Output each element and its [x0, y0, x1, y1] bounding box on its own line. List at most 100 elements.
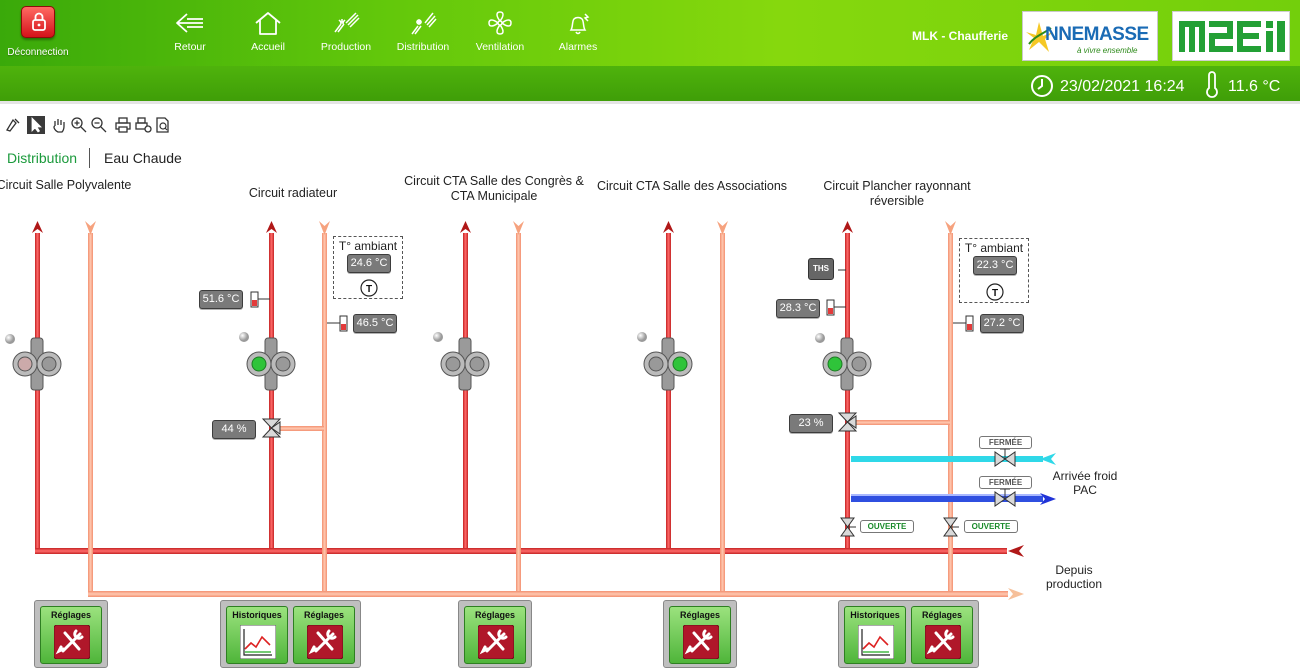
- logout-icon: [21, 6, 55, 38]
- reglages-label: Réglages: [679, 610, 721, 620]
- circuit-title-radiateur: Circuit radiateur: [248, 186, 338, 200]
- circuit-title-salle-polyvalente: Circuit Salle Polyvalente: [0, 178, 132, 192]
- nav-production[interactable]: Production: [306, 10, 386, 53]
- nav-ventilation[interactable]: Ventilation: [460, 10, 540, 53]
- logout-button[interactable]: Déconnection: [4, 6, 72, 62]
- datetime: 23/02/2021 16:24: [1060, 78, 1185, 95]
- printer-settings-icon: [135, 117, 152, 133]
- nav-alarmes-label: Alarmes: [558, 41, 598, 53]
- circuit-title-plancher: Circuit Plancher rayonnant réversible: [823, 179, 971, 208]
- rad-supply-temp: 51.6 °C: [199, 290, 243, 309]
- reglages-button[interactable]: Réglages: [464, 606, 526, 664]
- zoom-in-tool[interactable]: [70, 116, 88, 134]
- floor-ambient-panel: T° ambiant 22.3 °C T: [959, 238, 1029, 303]
- print-preview-icon: [156, 117, 169, 133]
- fan-icon: [488, 11, 512, 35]
- bell-icon: [569, 13, 590, 35]
- ambient-sensor-icon: T: [986, 283, 1004, 301]
- nav-retour[interactable]: Retour: [150, 10, 230, 53]
- floor-supply-valve-state[interactable]: OUVERTE: [860, 520, 914, 533]
- tools-icon: [478, 625, 514, 659]
- panel-cta-associations: Réglages: [663, 600, 737, 668]
- nav-ventilation-label: Ventilation: [475, 41, 525, 53]
- circuit-title-cta-associations: Circuit CTA Salle des Associations: [596, 179, 788, 193]
- pac-valve-1-state[interactable]: FERMÉE: [979, 436, 1032, 449]
- site-title: MLK - Chaufferie: [912, 29, 1008, 43]
- ambient-sensor-icon: T: [360, 279, 378, 297]
- panel-salle-polyvalente: Réglages: [34, 600, 108, 668]
- m2ei-logo-graphic: [1179, 21, 1285, 52]
- reglages-label: Réglages: [921, 610, 963, 620]
- panel-plancher: Historiques Réglages: [838, 600, 979, 668]
- tab-eau-chaude[interactable]: Eau Chaude: [104, 150, 182, 166]
- supply-pipes: [35, 233, 1007, 554]
- ambient-sensor-symbol: T: [992, 288, 998, 299]
- reglages-button[interactable]: Réglages: [669, 606, 731, 664]
- flow-arrows: [32, 221, 1056, 600]
- panel-radiateur: Historiques Réglages: [220, 600, 361, 668]
- floor-return-valve-state[interactable]: OUVERTE: [964, 520, 1018, 533]
- sweep-tool[interactable]: [4, 116, 22, 134]
- history-chart-icon: [858, 625, 894, 659]
- print-preview-tool[interactable]: [154, 116, 172, 134]
- tab-distribution[interactable]: Distribution: [7, 150, 78, 166]
- reglages-label: Réglages: [474, 610, 516, 620]
- mixing-valves: [261, 412, 858, 438]
- arrow-left-icon: [176, 13, 203, 33]
- floor-ambient-label: T° ambiant: [964, 241, 1024, 255]
- circuit-title-cta-congres: Circuit CTA Salle des Congrès & CTA Muni…: [404, 174, 584, 203]
- rad-return-temp: 46.5 °C: [353, 314, 397, 333]
- floor-supply-temp: 28.3 °C: [776, 299, 820, 318]
- m2ei-logo: [1172, 11, 1290, 61]
- nav-alarmes[interactable]: Alarmes: [538, 10, 618, 53]
- select-tool[interactable]: [27, 116, 45, 134]
- zoom-in-icon: [71, 117, 87, 133]
- rad-valve-position: 44 %: [212, 420, 256, 439]
- zoom-out-tool[interactable]: [90, 116, 108, 134]
- outside-temperature: 11.6 °C: [1228, 78, 1281, 95]
- floor-return-temp: 27.2 °C: [980, 314, 1024, 333]
- tab-separator: [89, 148, 90, 168]
- ths-indicator: THS: [808, 258, 834, 280]
- historiques-label: Historiques: [232, 610, 282, 620]
- history-chart-icon: [240, 625, 276, 659]
- nav-distribution[interactable]: Distribution: [383, 10, 463, 53]
- nav-retour-label: Retour: [174, 41, 206, 53]
- floor-valve-position: 23 %: [789, 414, 833, 433]
- annemasse-logo-text: NNEMASSE: [1045, 24, 1149, 45]
- nav-accueil-label: Accueil: [251, 41, 285, 53]
- zoom-out-icon: [91, 117, 107, 133]
- sweep-icon: [6, 118, 20, 132]
- thermometer-icon: [1206, 71, 1218, 98]
- arrivee-froid-pac-label: Arrivée froid PAC: [1052, 469, 1118, 497]
- panel-cta-congres: Réglages: [458, 600, 532, 668]
- rad-ambient-panel: T° ambiant 24.6 °C T: [333, 236, 403, 299]
- tools-icon: [683, 625, 719, 659]
- cursor-icon: [31, 117, 42, 133]
- print-setup-tool[interactable]: [134, 116, 152, 134]
- reglages-button[interactable]: Réglages: [293, 606, 355, 664]
- reglages-button[interactable]: Réglages: [911, 606, 973, 664]
- nav-accueil[interactable]: Accueil: [228, 10, 308, 53]
- hand-icon: [53, 119, 65, 133]
- historiques-button[interactable]: Historiques: [226, 606, 288, 664]
- rad-ambient-value: 24.6 °C: [347, 254, 391, 273]
- nav-distribution-label: Distribution: [396, 41, 450, 53]
- rad-ambient-label: T° ambiant: [338, 239, 398, 253]
- pan-tool[interactable]: [50, 116, 68, 134]
- tools-icon: [307, 625, 343, 659]
- pumps: [5, 332, 872, 391]
- pac-valve-2-state[interactable]: FERMÉE: [979, 476, 1032, 489]
- historiques-label: Historiques: [850, 610, 900, 620]
- top-bar: Déconnection Retour Accueil Production: [0, 0, 1300, 66]
- status-bar: [0, 66, 1300, 104]
- reglages-button[interactable]: Réglages: [40, 606, 102, 664]
- annemasse-logo: NNEMASSE à vivre ensemble: [1022, 11, 1158, 61]
- nav-production-label: Production: [320, 41, 372, 53]
- printer-icon: [115, 117, 131, 133]
- historiques-button[interactable]: Historiques: [844, 606, 906, 664]
- depuis-production-label: Depuis production: [1045, 563, 1103, 591]
- annemasse-logo-tagline: à vivre ensemble: [1077, 46, 1138, 55]
- print-tool[interactable]: [114, 116, 132, 134]
- floor-ambient-value: 22.3 °C: [973, 256, 1017, 275]
